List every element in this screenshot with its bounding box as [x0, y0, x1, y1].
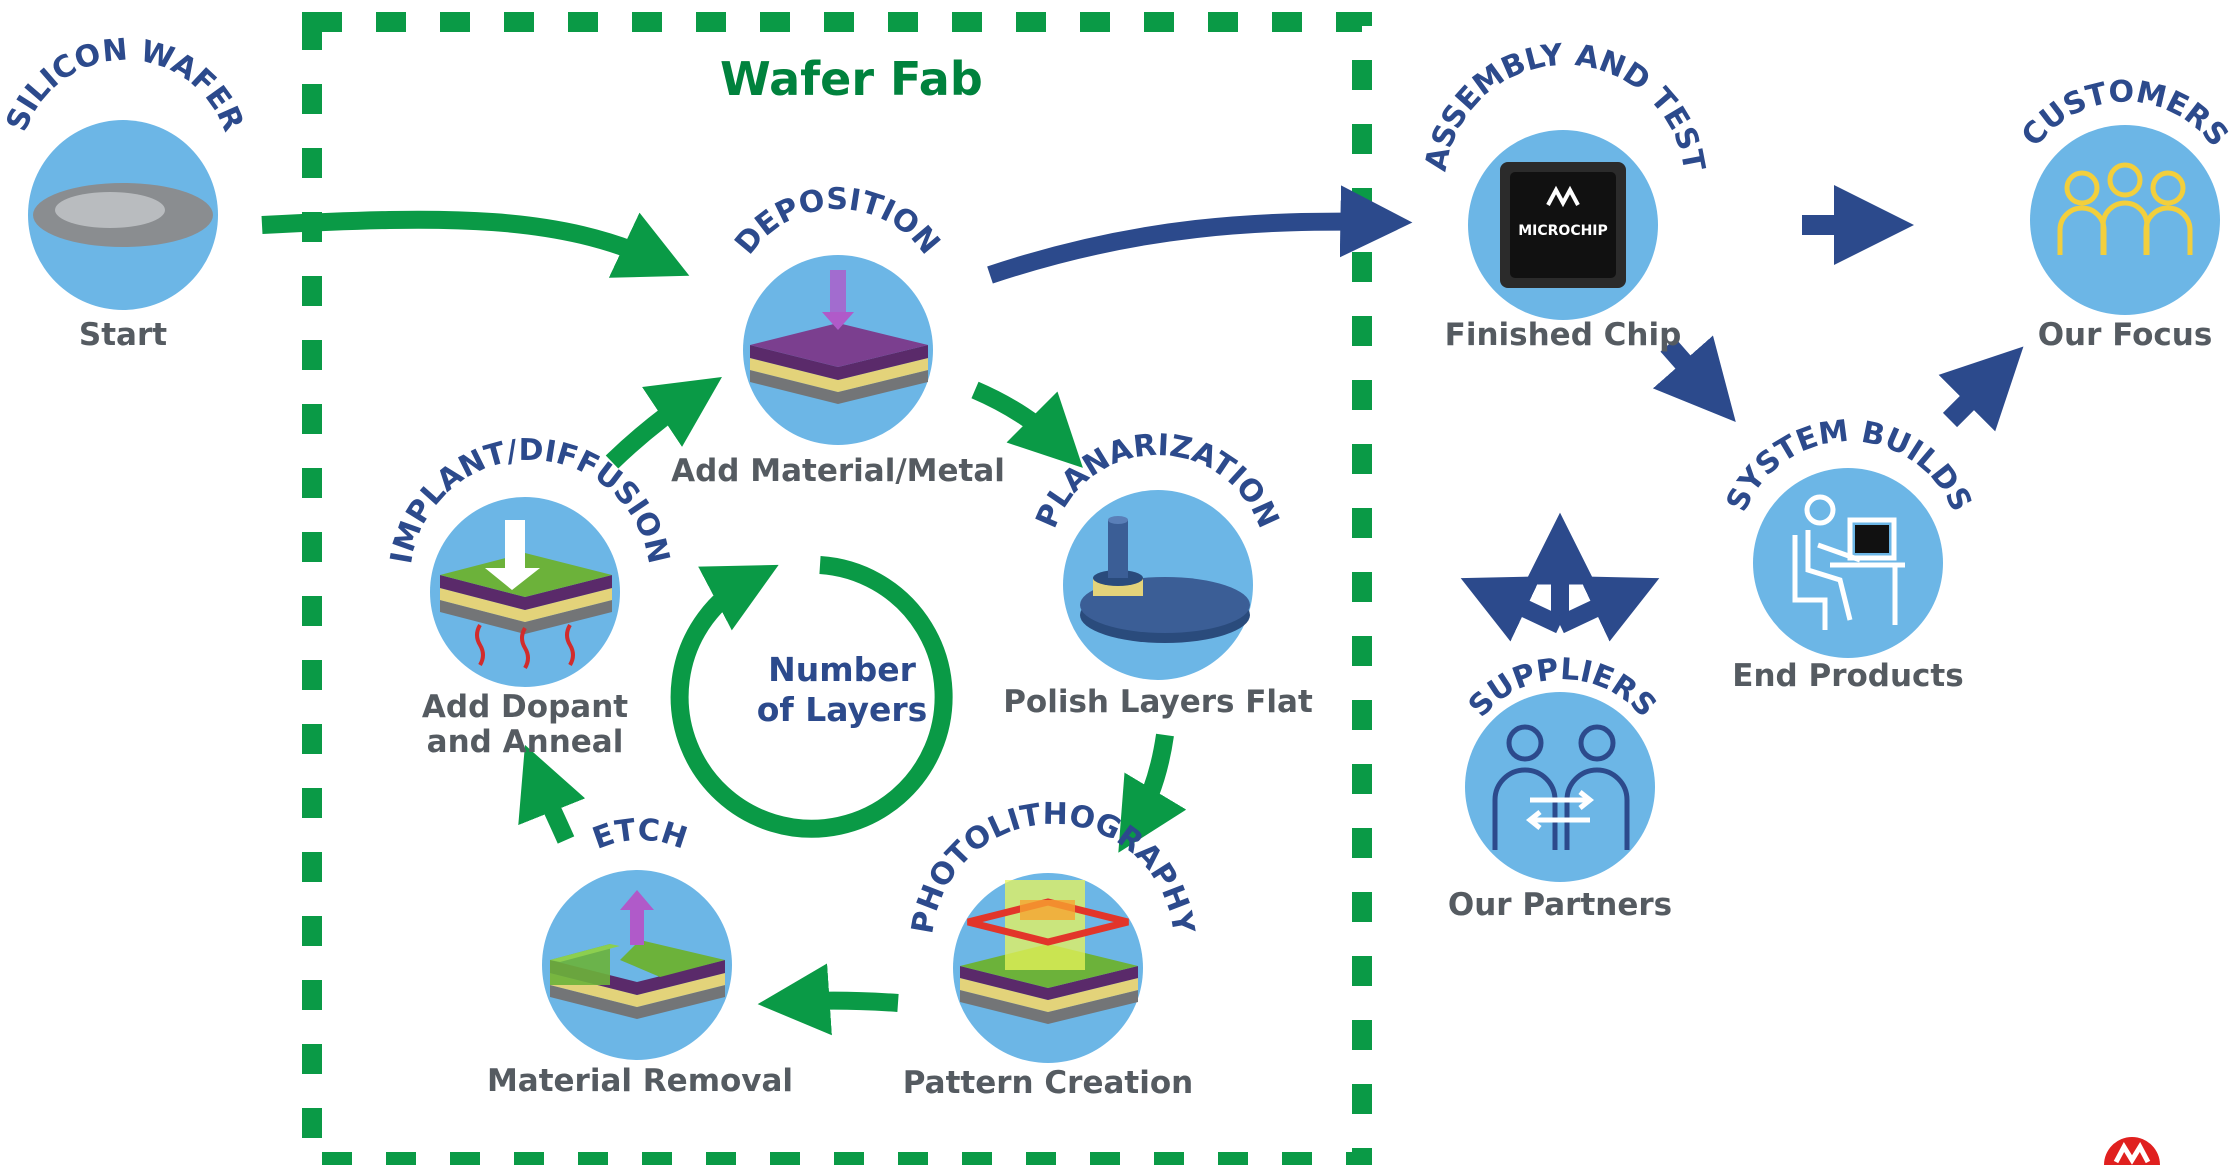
layer-cycle-arrow	[670, 556, 953, 838]
arrow-implant-to-deposition	[605, 377, 722, 469]
deposition-arc-label: DEPOSITION	[728, 182, 946, 261]
customers-caption: Our Focus	[2037, 317, 2213, 353]
arrow-deposition-to-planarization	[971, 381, 1083, 468]
planarization-caption: Polish Layers Flat	[1003, 684, 1313, 720]
arrow-start-to-deposition	[261, 210, 690, 278]
arrow-assembly-to-system-builds	[1652, 335, 1736, 423]
people-group-icon	[2057, 162, 2193, 255]
light-exposure-icon	[960, 880, 1138, 1024]
photolithography-station	[953, 873, 1143, 1063]
layer-cycle-label: Number of Layers	[742, 650, 942, 730]
dopant-implant-icon	[440, 520, 612, 670]
implant-caption: Add Dopant and Anneal	[375, 690, 675, 760]
implant-caption-line2: and Anneal	[426, 724, 624, 760]
arrow-system-builds-to-customers	[1938, 346, 2024, 432]
implant-caption-line1: Add Dopant	[421, 689, 629, 725]
person-at-computer-icon	[1792, 494, 1905, 630]
arrow-photolithography-to-etch	[757, 963, 899, 1036]
polishing-pad-icon	[1080, 516, 1250, 643]
system-builds-station	[1753, 468, 1943, 658]
silicon-wafer-disc-icon	[33, 183, 213, 247]
layer-stack-deposition-icon	[750, 270, 928, 404]
system-builds-caption: End Products	[1732, 658, 1964, 694]
layer-cycle-label-line2: of Layers	[756, 690, 928, 729]
partners-exchange-icon	[1492, 724, 1630, 850]
suppliers-distribution-arrows	[1460, 512, 1660, 642]
assembly-test-station: MICROCHIP	[1468, 130, 1658, 320]
arrow-deposition-to-assembly	[987, 185, 1413, 284]
customers-station	[2030, 125, 2220, 315]
microchip-logo-icon	[2104, 1137, 2160, 1165]
photolithography-caption: Pattern Creation	[902, 1065, 1194, 1101]
planarization-station	[1063, 490, 1253, 680]
arrow-planarization-to-photolithography	[1118, 733, 1187, 853]
layer-cycle-label-line1: Number	[768, 650, 916, 689]
silicon-wafer-station	[28, 120, 218, 310]
chip-brand-text: MICROCHIP	[1518, 223, 1608, 239]
implant-diffusion-station	[430, 497, 620, 687]
etch-station	[542, 870, 732, 1060]
arrow-etch-to-implant	[518, 744, 586, 844]
assembly-caption: Finished Chip	[1444, 317, 1682, 353]
etch-arc-label: ETCH	[588, 813, 691, 857]
microchip-package-icon: MICROCHIP	[1500, 162, 1626, 288]
suppliers-station	[1465, 692, 1655, 882]
deposition-station	[743, 255, 933, 445]
deposition-caption: Add Material/Metal	[671, 453, 1005, 489]
silicon-wafer-caption: Start	[78, 317, 168, 353]
suppliers-caption: Our Partners	[1447, 887, 1673, 923]
etch-caption: Material Removal	[486, 1063, 794, 1099]
etched-layers-icon	[550, 890, 725, 1019]
wafer-fab-boundary	[302, 12, 1372, 1165]
wafer-fab-title: Wafer Fab	[720, 52, 983, 106]
